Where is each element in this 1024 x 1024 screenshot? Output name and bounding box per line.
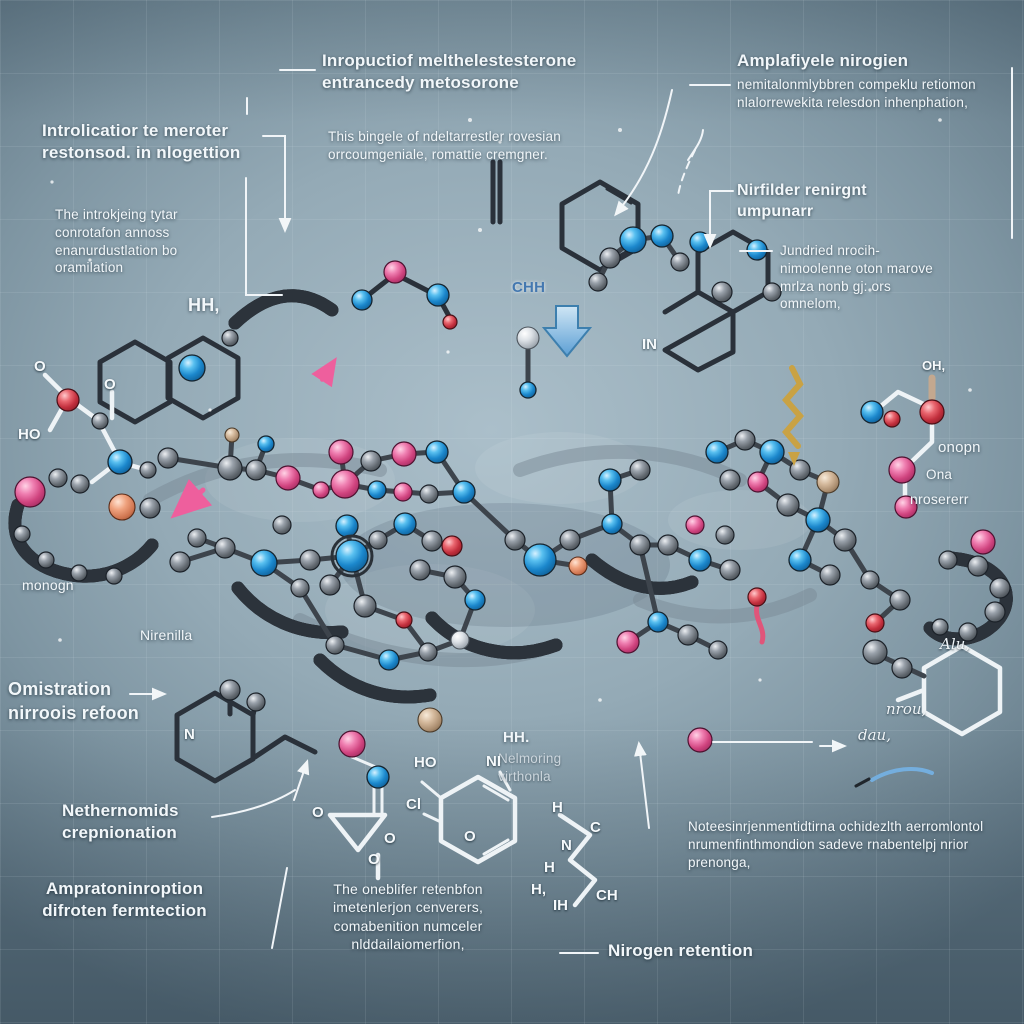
annotation-bottom-center-paragraph: The oneblifer retenbfon imetenlerjon cen… bbox=[332, 881, 484, 953]
label-hh-top: HH, bbox=[188, 295, 220, 315]
annotation-left-heading: Omistration nirroois refoon bbox=[8, 679, 140, 723]
label-ona: Ona bbox=[926, 467, 953, 482]
chem-label-o-epoxide: O bbox=[384, 830, 396, 847]
annotation-top-center-heading: Inropuctiof melthelestesterone entranced… bbox=[322, 51, 577, 93]
label-hh-bottom: HH. bbox=[503, 729, 530, 746]
label-nrou: nrou, bbox=[886, 700, 927, 718]
annotation-right-heading: Nirfilder renirgnt umpunarr bbox=[737, 182, 867, 221]
annotation-bottom-left-heading-1: Nethernomids crepnionation bbox=[62, 801, 179, 843]
annotation-bottom-left-heading-2: Ampratoninroption difroten fermtection bbox=[42, 879, 207, 921]
chem-label-h: H bbox=[552, 799, 563, 816]
chem-label-ho: HO bbox=[18, 426, 41, 443]
callout-lines-and-arrows bbox=[129, 67, 1013, 954]
annotation-top-right-paragraph: nemitalonmlybbren compeklu retiomon nlal… bbox=[737, 77, 976, 110]
chem-label-h: H, bbox=[531, 881, 546, 898]
label-monogn: monogn bbox=[22, 577, 74, 593]
chem-label-cl: Cl bbox=[406, 796, 421, 813]
annotation-bottom-right-paragraph: Noteesinrjenmentidtirna ochidezlth aerro… bbox=[688, 819, 984, 870]
atom-spheres bbox=[13, 224, 1011, 789]
annotation-top-center-paragraph: This bingele of ndeltarrestler rovesian … bbox=[328, 129, 561, 162]
chem-label-o: O bbox=[104, 376, 116, 393]
skeletal-structures-white bbox=[42, 372, 1003, 908]
chem-label-in: IN bbox=[642, 336, 657, 353]
annotation-top-left-paragraph: The introkjeing tytar conrotafon annoss … bbox=[55, 207, 178, 276]
sparkles bbox=[50, 118, 972, 702]
label-dau: dau, bbox=[858, 726, 891, 744]
chem-label-n: N bbox=[561, 837, 572, 854]
label-nelmoring: Nelmoring virthonla bbox=[498, 751, 562, 784]
skeletal-structures-dark bbox=[97, 159, 771, 784]
label-alu: Alu, bbox=[940, 635, 971, 653]
blue-swoosh bbox=[870, 767, 934, 782]
chem-label-h: H bbox=[544, 859, 555, 876]
chem-label-c: C bbox=[590, 819, 601, 836]
chem-label-ni: NI bbox=[486, 753, 501, 770]
pink-arrow-small bbox=[311, 357, 337, 388]
chem-label-o-carbonyl: O bbox=[368, 851, 380, 868]
gold-zigzag bbox=[782, 365, 804, 449]
chem-label-ch: CH bbox=[596, 887, 618, 904]
chem-label-o: O bbox=[34, 358, 46, 375]
annotation-top-left-heading: Introlicatior te meroter restonsod. in n… bbox=[42, 121, 241, 163]
annotation-right-paragraph: Jundried nrocih- nimoolenne oton marove … bbox=[780, 243, 933, 312]
pink-arrow bbox=[170, 479, 213, 519]
label-chh: CHH bbox=[512, 279, 546, 296]
annotation-nitrogen-retention: Nirogen retention bbox=[608, 941, 754, 960]
label-onopn: onopn bbox=[938, 439, 981, 456]
chem-label-ho: HO bbox=[414, 754, 437, 771]
chem-label-n-ring: N bbox=[184, 726, 195, 743]
label-nroserer: nrosererr bbox=[910, 491, 969, 507]
annotation-top-right-heading: Amplafiyele nirogien bbox=[737, 51, 909, 70]
chem-label-oh: OH, bbox=[922, 358, 946, 373]
label-nirenilla: Nirenilla bbox=[140, 627, 193, 643]
chem-label-o-ring: O bbox=[464, 828, 476, 845]
blue-down-arrow bbox=[541, 305, 593, 358]
chem-label-o-epoxide: O bbox=[312, 804, 324, 821]
chem-label-ih: IH bbox=[553, 897, 568, 914]
